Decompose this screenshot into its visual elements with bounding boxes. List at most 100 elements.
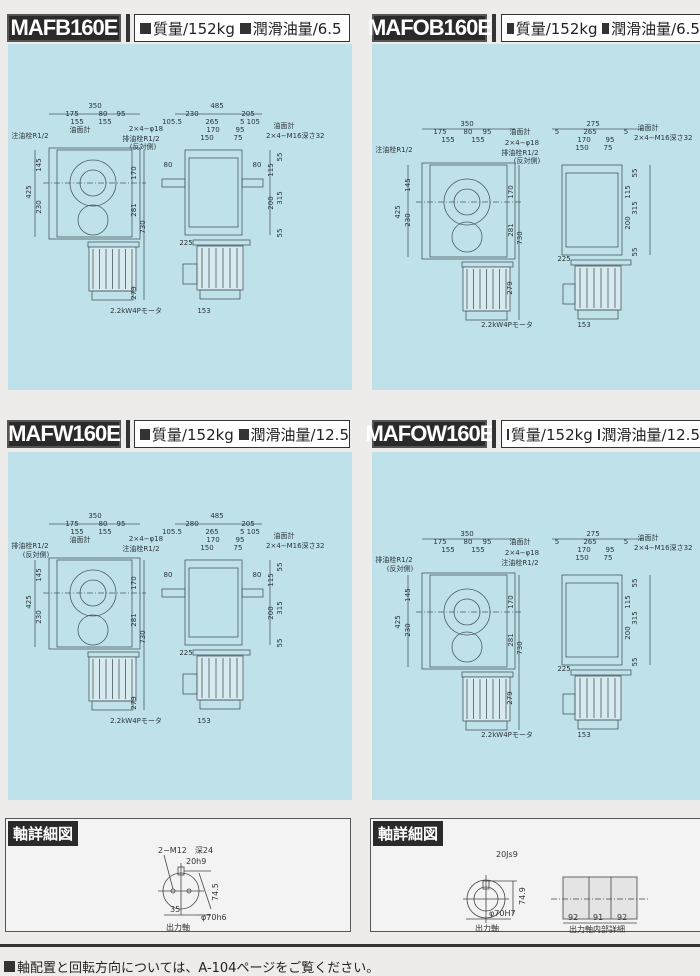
input-cover (451, 631, 483, 663)
dim-label: 2.2kW4Pモータ (110, 716, 162, 725)
bullet-icon (238, 428, 249, 440)
dim-label: 2×4−φ18 (505, 139, 539, 147)
motor-end-cap (91, 700, 134, 711)
dim-label: 55 (631, 248, 639, 257)
motor-flange (461, 261, 514, 268)
motor-flange (87, 651, 140, 658)
dim-label: 115 (267, 573, 275, 586)
dim-label: 74.9 (518, 887, 527, 905)
dim-label: 153 (577, 321, 590, 329)
dim-label: 155 (471, 546, 484, 554)
dim-label: 排油栓R1/2 (11, 541, 48, 550)
model-title: MAFOB160E (367, 14, 492, 42)
dim-label: 225 (179, 239, 192, 247)
dim-label: 279 (130, 696, 138, 709)
dim-label: 105.5 (162, 528, 182, 536)
dim-label: 5 (624, 128, 628, 136)
input-cover (451, 221, 483, 253)
dim-label: φ70h6 (201, 913, 227, 922)
dim-label: 315 (276, 191, 284, 204)
dim-label: 2×4−M16深さ32 (634, 543, 693, 552)
dim-label: 2.2kW4Pモータ (481, 320, 533, 329)
dim-label: 275 (586, 120, 599, 128)
dim-label: 74.5 (211, 883, 220, 901)
bullet-icon (4, 961, 15, 972)
divider (492, 14, 496, 42)
dim-label: 2×4−φ18 (129, 535, 163, 543)
dim-label: 170 (507, 185, 515, 198)
dim-label: 95 (117, 110, 126, 118)
housing-flange (421, 162, 516, 260)
gearbox-side-inner (188, 157, 239, 228)
dim-label: 2×4−φ18 (129, 125, 163, 133)
dim-label: 281 (507, 633, 515, 646)
dim-label: 油面計 (638, 533, 659, 542)
dim-label: 425 (394, 615, 402, 628)
motor-end-cap (465, 310, 508, 321)
motor-side (196, 245, 244, 291)
divider (492, 420, 496, 448)
terminal-box (562, 283, 576, 305)
drawing-lines (407, 538, 651, 731)
dim-label: 80 (99, 110, 108, 118)
dim-label: 145 (404, 178, 412, 191)
dim-label: 200 (267, 606, 275, 619)
dim-label: 170 (130, 166, 138, 179)
dim-label: 55 (276, 563, 284, 572)
dim-label: 2.2kW4Pモータ (481, 730, 533, 739)
divider (126, 14, 130, 42)
dim-label: 115 (624, 595, 632, 608)
motor-flange-side (192, 239, 251, 246)
dim-label: 91 (593, 913, 603, 922)
dim-label: 155 (98, 528, 111, 536)
dim-label: 5 (555, 538, 559, 546)
dim-label: 230 (35, 200, 43, 213)
dim-label: 281 (130, 613, 138, 626)
dim-label: 425 (25, 595, 33, 608)
dim-label: 油面計 (274, 121, 295, 130)
dim-label: 265 (583, 538, 596, 546)
dim-label: 170 (577, 136, 590, 144)
dim-label: 2×4−φ18 (505, 549, 539, 557)
divider (0, 944, 700, 947)
dim-label: 出力軸内部詳細 (569, 924, 625, 933)
section-title: 軸詳細図 (373, 821, 444, 846)
dim-label: 排油栓R1/2 (122, 134, 159, 143)
drawing-lines (34, 113, 271, 301)
dim-label: 油面計 (510, 127, 531, 136)
dim-label: 2×4−M16深さ32 (634, 133, 693, 142)
motor-end-cap (577, 719, 619, 730)
motor-flange (87, 241, 140, 248)
dim-label: 20h9 (186, 857, 206, 866)
dim-label: 265 (205, 118, 218, 126)
dim-label: 485 (210, 102, 223, 110)
dim-label: 80 (253, 161, 262, 169)
gearbox-housing (56, 559, 133, 648)
spec-box: 質量/152kg 潤滑油量/6.5 (134, 14, 350, 42)
dim-label: 5 105 (240, 528, 260, 536)
dim-label: 注油栓R1/2 (11, 131, 48, 140)
dim-label: 注油栓R1/2 (122, 544, 159, 553)
motor-flange-side (570, 669, 632, 676)
dim-label: 279 (506, 691, 514, 704)
weight: 質量/152kg (153, 19, 235, 38)
dim-label: 155 (441, 136, 454, 144)
bullet-icon (239, 22, 251, 34)
housing-flange (421, 572, 516, 670)
dim-label: 350 (88, 512, 101, 520)
gearbox-side (561, 574, 623, 666)
terminal-box (182, 673, 198, 695)
dim-label: 5 (624, 538, 628, 546)
dim-label: 279 (506, 281, 514, 294)
dim-label: 55 (631, 579, 639, 588)
dim-label: 155 (70, 528, 83, 536)
dim-label: 730 (516, 231, 524, 244)
dim-label: 2.2kW4Pモータ (110, 306, 162, 315)
dim-label: 145 (35, 568, 43, 581)
dim-label: 279 (130, 286, 138, 299)
bullet-icon (507, 428, 509, 440)
bullet-icon (602, 22, 610, 34)
